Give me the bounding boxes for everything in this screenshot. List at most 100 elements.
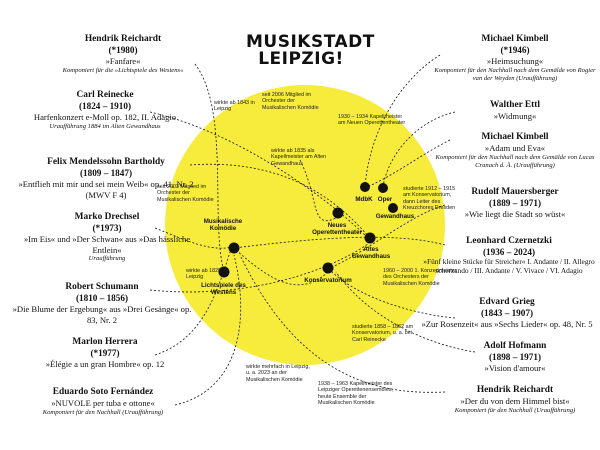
composer-right-2: Michael Kimbell »Adam und Eva« Komponier… — [430, 132, 600, 169]
link-mendelssohn — [189, 163, 369, 237]
composer-note: Uraufführung — [88, 254, 126, 262]
composer-years: (1809 – 1847) — [79, 168, 133, 179]
annot-schumann: wirkte ab 1828 in Leipzig — [186, 268, 227, 281]
composer-name: Walther Ettl — [489, 100, 541, 110]
composer-years: (1889 – 1971) — [488, 198, 542, 209]
link-kimbell-2 — [366, 139, 451, 188]
composer-work: »Heimsuchung« — [486, 56, 544, 67]
annot-kimbell: 1930 – 1934 Kapellmeister am Neuen Opere… — [338, 114, 406, 127]
composer-right-4: Leonhard Czernetzki (1936 – 2024) »Fünf … — [418, 236, 600, 276]
composer-right-5: Edvard Grieg (1843 – 1907) »Zur Rosenzei… — [414, 297, 600, 330]
venue-lichtspiele: Lichtspiele des Westens — [201, 282, 246, 297]
venue-mdbk: MdbK — [355, 196, 373, 203]
composer-work: Harfenkonzert e-Moll op. 182, II. Adagio — [33, 112, 177, 123]
link-drechsel — [154, 227, 233, 249]
composer-name: Marko Drechsel — [74, 212, 140, 222]
composer-name: Rudolf Mauersberger — [471, 187, 559, 197]
dot-altes-gewandhaus — [364, 232, 376, 244]
yellow-circle — [165, 85, 445, 365]
venue-musikalische-komoedie: Musikalische Komödie — [203, 218, 243, 233]
link-ettl — [382, 111, 456, 187]
composer-name: Marlon Herrera — [72, 337, 138, 347]
composer-name: Leonhard Czernetzki — [466, 236, 552, 246]
dot-neues-operettentheater — [332, 207, 344, 219]
composer-name: Michael Kimbell — [481, 34, 549, 44]
composer-work: »Wie liegt die Stadt so wüst« — [464, 209, 566, 220]
composer-note: Uraufführung 1884 im Alten Gewandhaus — [49, 122, 161, 130]
composer-work: »Fünf kleine Stücke für Streicher« I. An… — [423, 257, 595, 276]
composer-work: »Die Blume der Ergebung« aus »Drei Gesän… — [12, 304, 192, 325]
venue-altes-gewandhaus: Altes Gewandhaus — [351, 246, 391, 261]
composer-work: »Zur Rosenzeit« aus »Sechs Lieder« op. 4… — [421, 319, 593, 330]
composer-right-7: Hendrik Reichardt »Der du von dem Himmel… — [430, 385, 600, 415]
composer-name: Carl Reinecke — [76, 90, 134, 100]
composer-left-0: Hendrik Reichardt (*1980) »Fanfare« Komp… — [38, 34, 208, 75]
composer-work: »Entflieh mit mir und sei mein Weib« op.… — [18, 179, 194, 200]
composer-years: (1843 – 1907) — [480, 308, 534, 319]
annot-reichardt: seit 2006 Mitglied im Orchester der Musi… — [262, 92, 319, 111]
composer-work: »Fanfare« — [105, 56, 141, 67]
composer-note: Komponiert für den Nachhall nach dem Gem… — [434, 66, 596, 82]
composer-note: Komponiert für den Nachhall (Uraufführun… — [42, 408, 164, 416]
composer-work: »Im Eis« und »Der Schwan« aus »Das hässl… — [23, 234, 191, 255]
venue-konservatorium: Konservatorium — [304, 277, 352, 284]
composer-years: (1936 – 2024) — [482, 247, 536, 258]
composer-name: Hendrik Reichardt — [476, 385, 554, 395]
composer-name: Michael Kimbell — [481, 132, 549, 142]
composer-note: Komponiert für den Nachhall (Uraufführun… — [454, 406, 576, 414]
composer-work: »Vision d'amour« — [484, 363, 546, 374]
composer-name: Adolf Hofmann — [483, 341, 547, 351]
annot-reinecke: wirkte ab 1843 in Leipzig — [214, 100, 255, 113]
link-reichardt-2 — [239, 254, 446, 393]
composer-name: Felix Mendelssohn Bartholdy — [47, 157, 165, 167]
venue-neues-operettentheater: Neues Operettentheater — [312, 222, 362, 237]
composer-work: »Der du von dem Himmel bist« — [460, 396, 570, 407]
venue-oper: Oper — [377, 196, 393, 203]
composer-left-4: Robert Schumann (1810 – 1856) »Die Blume… — [10, 282, 194, 325]
title-line-2: LEIPZIG! — [258, 49, 344, 69]
link-mauersberger — [329, 204, 446, 269]
composer-left-3: Marko Drechsel (*1973) »Im Eis« und »Der… — [22, 212, 192, 263]
composer-left-6: Eduardo Soto Fernández »NUVOLE per tuba … — [18, 387, 188, 417]
composer-years: (*1980) — [108, 45, 138, 56]
link-soto — [174, 254, 242, 406]
link-hofmann — [335, 271, 476, 353]
venue-gewandhaus: Gewandhaus — [375, 213, 415, 220]
dot-musikalische-komoedie — [228, 242, 240, 254]
annot-drechsel: seit 2003 Mitglied im Orchester der Musi… — [157, 184, 214, 203]
dot-oper — [378, 183, 388, 193]
annot-mendelssohn: wirkte ab 1835 als Kapellmeister am Alte… — [271, 148, 327, 167]
composer-years: (*1973) — [92, 223, 122, 234]
composer-name: Robert Schumann — [65, 282, 139, 292]
composer-work: »Adam und Eva« — [484, 143, 546, 154]
annot-grieg: studierte 1858 – 1862 am Konservatorium,… — [352, 324, 414, 343]
link-kimbell-1 — [364, 54, 441, 187]
link-reinecke-aside — [299, 159, 337, 221]
composer-right-0: Michael Kimbell (*1946) »Heimsuchung« Ko… — [430, 34, 600, 82]
annot-hofmann: 1938 – 1963 Kapellmeister des Leipziger … — [318, 381, 393, 407]
link-reichardt-1 — [194, 63, 225, 273]
annot-czernetzki: 1960 – 2000 1. Konzertmeister des Orches… — [383, 268, 457, 287]
annot-herrera: wirkte mehrfach in Leipzig, u. a. 2023 a… — [246, 364, 310, 383]
composer-years: (1898 – 1971) — [488, 352, 542, 363]
composer-work: »NUVOLE per tuba e ottone« — [51, 398, 155, 409]
composer-years: (1824 – 1910) — [78, 101, 132, 112]
dot-gewandhaus — [388, 203, 398, 213]
composer-name: Eduardo Soto Fernández — [52, 387, 154, 397]
composer-left-2: Felix Mendelssohn Bartholdy (1809 – 1847… — [14, 157, 198, 200]
title-line-1: MUSIKSTADT — [246, 32, 375, 52]
composer-name: Hendrik Reichardt — [84, 34, 162, 44]
composer-years: (*1946) — [500, 45, 530, 56]
poster-title: MUSIKSTADT LEIPZIG! — [246, 32, 375, 69]
annot-mauersberger: studierte 1912 – 1915 am Konservatorium,… — [403, 186, 456, 212]
composer-name: Edvard Grieg — [479, 297, 535, 307]
dot-mdbk — [360, 182, 370, 192]
link-reinecke — [149, 111, 371, 241]
composer-right-3: Rudolf Mauersberger (1889 – 1971) »Wie l… — [430, 187, 600, 220]
composer-right-6: Adolf Hofmann (1898 – 1971) »Vision d'am… — [430, 341, 600, 374]
composer-left-5: Marlon Herrera (*1977) »Élégie a un gran… — [20, 337, 190, 370]
composer-note: Komponiert für die »Lichtspiele des West… — [62, 66, 184, 74]
composer-right-1: Walther Ettl »Widmung« — [430, 100, 600, 122]
composer-note: Komponiert für den Nachhall nach dem Gem… — [435, 153, 595, 169]
